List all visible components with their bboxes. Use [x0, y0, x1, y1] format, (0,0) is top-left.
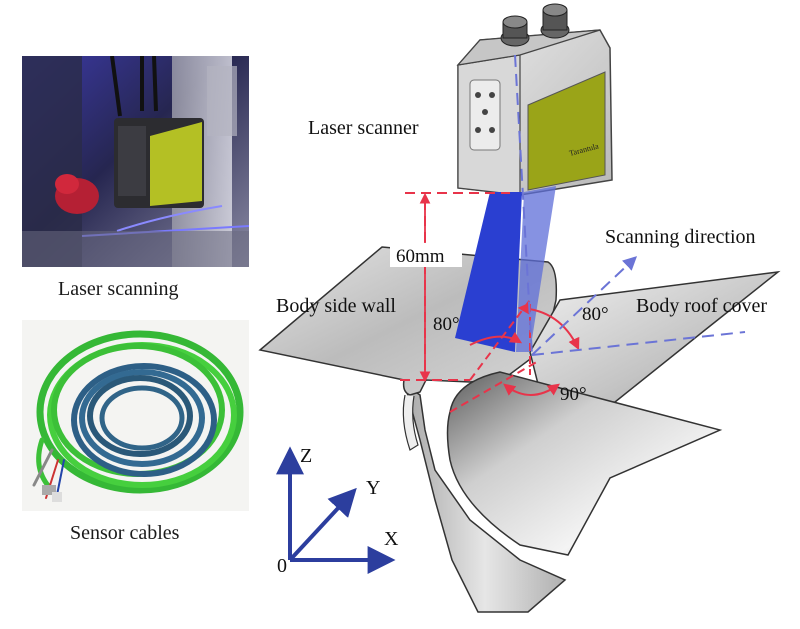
- sensor-cables-caption: Sensor cables: [70, 522, 180, 544]
- axis-y-label: Y: [366, 477, 380, 499]
- angle-arcs: [449, 297, 580, 413]
- scanning-direction-label: Scanning direction: [605, 226, 756, 248]
- laser-beam-main: [455, 192, 522, 352]
- laser-scanning-caption: Laser scanning: [58, 278, 179, 300]
- axis-origin-label: 0: [277, 555, 287, 577]
- hem-line: [402, 394, 419, 451]
- axis-z-label: Z: [300, 445, 312, 467]
- axis-x-label: X: [384, 528, 399, 550]
- body-roof-cover-label: Body roof cover: [636, 295, 767, 317]
- laser-scanner-device: Tarantula: [456, 3, 613, 196]
- body-side-wall-label: Body side wall: [276, 295, 396, 317]
- laser-scanner-label: Laser scanner: [308, 117, 419, 139]
- angle-bottom-label: 90°: [560, 384, 587, 405]
- dimension-60mm-label: 60mm: [396, 246, 445, 267]
- dimension-60mm: [400, 192, 510, 383]
- sensor-cables-image: [22, 320, 249, 511]
- dim-label-background: [390, 243, 462, 267]
- scanner-dashed-axes: [514, 54, 746, 356]
- curled-flange: [446, 371, 723, 556]
- lower-vertical-panel: [403, 383, 567, 613]
- angle-right-label: 80°: [582, 304, 609, 325]
- sensor-cables-photo: [22, 320, 249, 511]
- laser-scanning-photo: [22, 56, 249, 267]
- coordinate-axes: [276, 446, 396, 574]
- laser-scanning-image: [22, 56, 249, 267]
- angle-left-label: 80°: [433, 314, 460, 335]
